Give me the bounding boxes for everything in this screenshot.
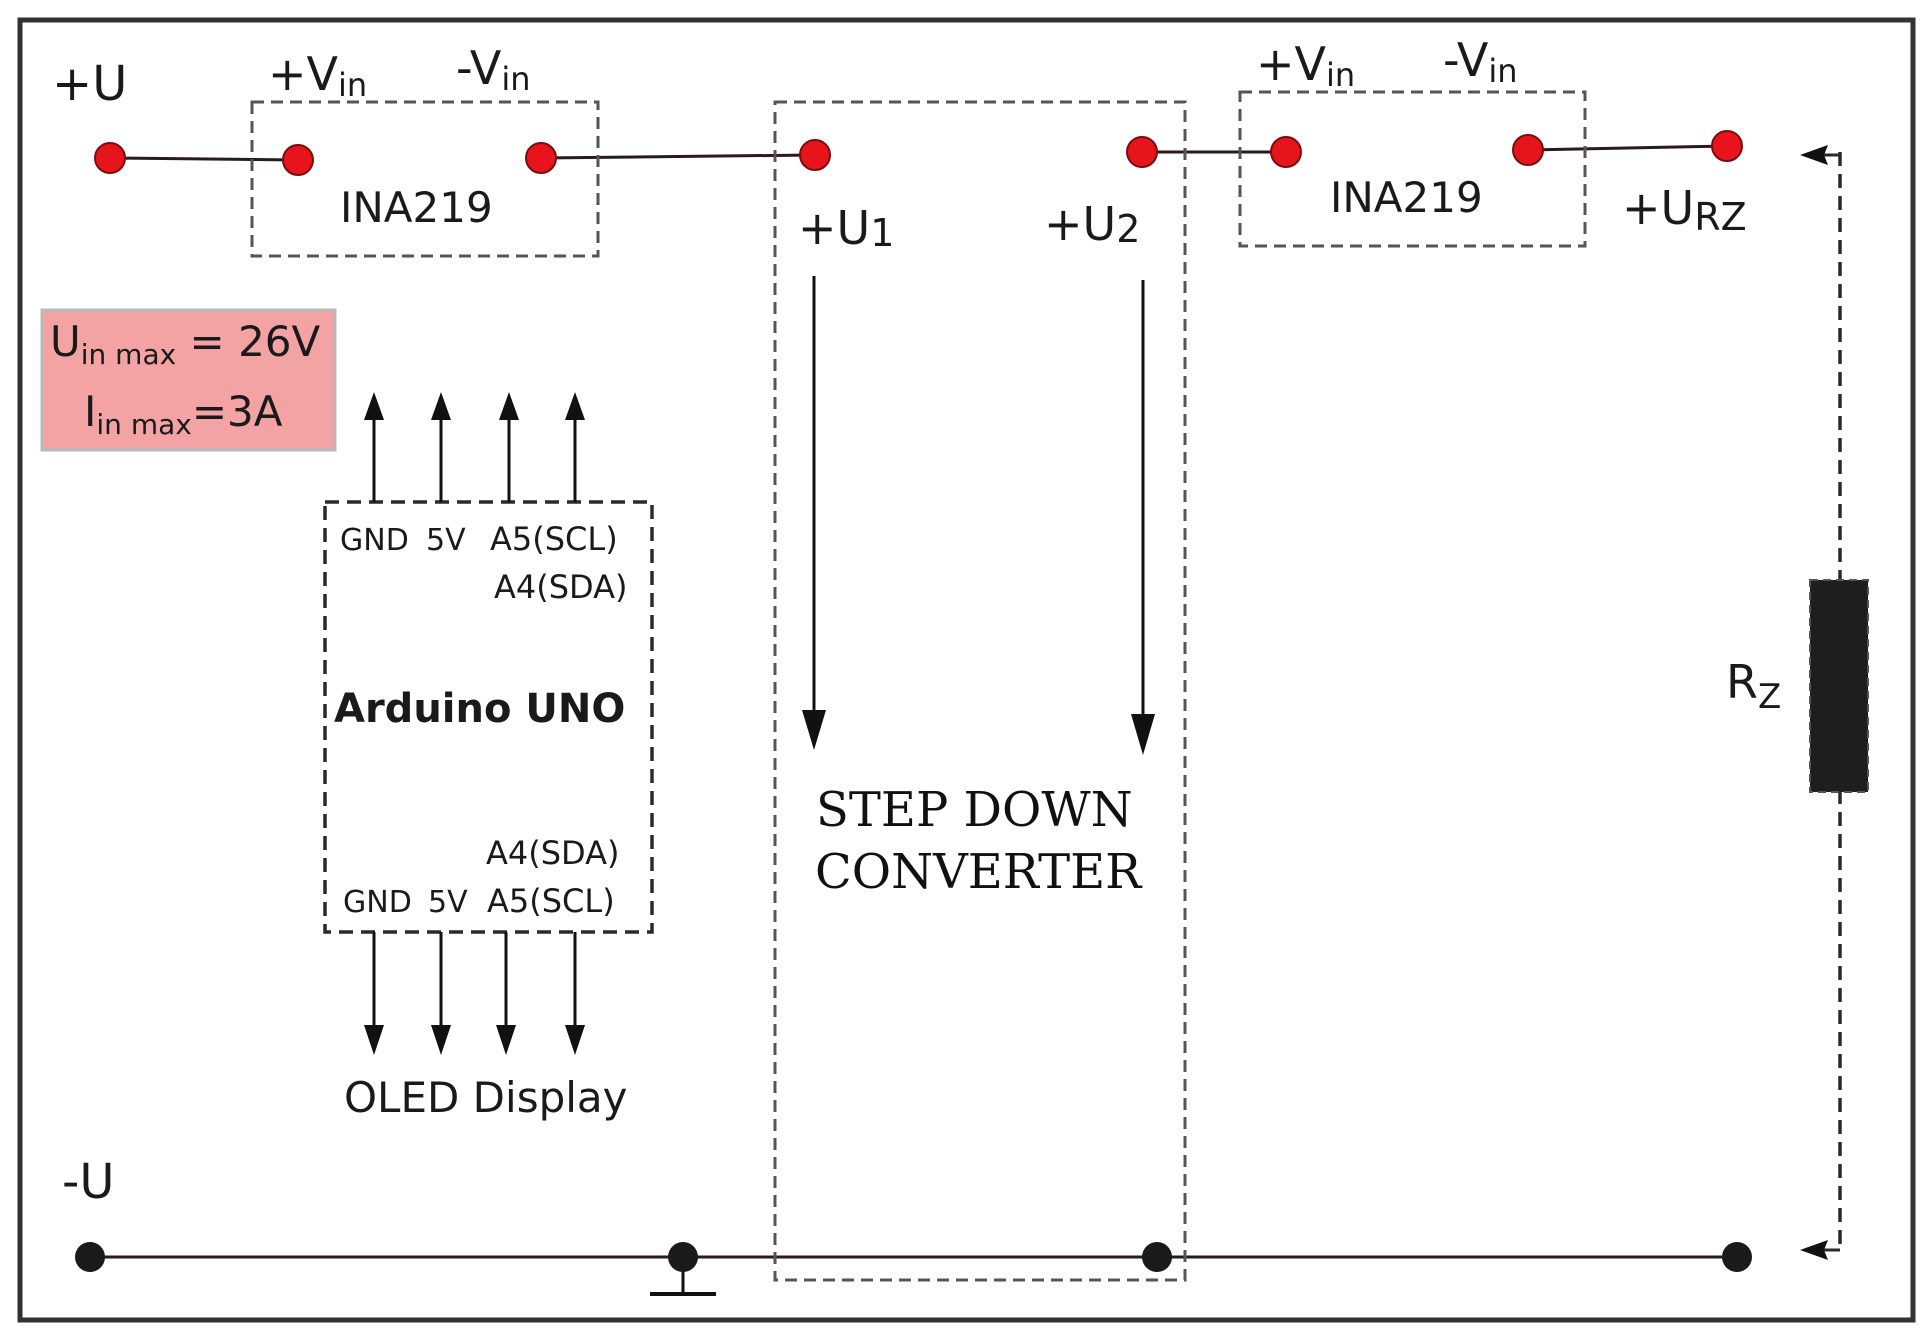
- diagram-frame: [17, 17, 1916, 1323]
- wire-ina1-to-converter: [540, 153, 815, 160]
- ina219-left-box: [250, 100, 600, 258]
- oled-display-label: OLED Display: [344, 1073, 628, 1122]
- node-plus-u2: [1126, 136, 1158, 168]
- terminal-plus-urz: +URZ: [1622, 181, 1747, 239]
- node-ground-arduino: [668, 1242, 698, 1272]
- arduino-up-arrows: [364, 392, 585, 502]
- arduino-top-pin-scl: A5(SCL): [490, 520, 618, 558]
- arduino-bottom-pin-gnd: GND: [343, 885, 412, 920]
- limit-current: Iin max=3A: [84, 387, 283, 441]
- arduino-top-pin-5v: 5V: [426, 523, 466, 558]
- node-ina2-minus-vin: [1512, 134, 1544, 166]
- terminal-plus-u: +U: [52, 56, 127, 112]
- ina219-left-pin-plus: +Vin: [268, 47, 367, 104]
- terminal-plus-u1: +U1: [798, 201, 894, 255]
- arrow-u2-head: [1131, 714, 1155, 755]
- wire-u-to-ina1: [109, 156, 299, 162]
- arduino-bottom-pin-scl: A5(SCL): [487, 882, 615, 920]
- converter-label-line1: STEP DOWN: [816, 782, 1133, 838]
- positive-nodes: [94, 130, 1743, 176]
- terminal-minus-u: -U: [62, 1154, 114, 1210]
- node-plus-urz: [1711, 130, 1743, 162]
- node-minus-u: [75, 1242, 105, 1272]
- node-plus-u: [94, 142, 126, 174]
- terminal-plus-u2: +U2: [1044, 197, 1140, 251]
- load-resistor-rz: [1809, 579, 1869, 793]
- node-ina1-minus-vin: [525, 142, 557, 174]
- node-ground-load: [1722, 1242, 1752, 1272]
- arduino-bottom-pin-5v: 5V: [428, 885, 468, 920]
- arduino-top-pin-sda: A4(SDA): [494, 568, 628, 606]
- node-ina1-plus-vin: [282, 144, 314, 176]
- ina219-right-pin-minus: -Vin: [1443, 33, 1518, 90]
- node-plus-u1: [799, 139, 831, 171]
- arduino-uno-box: [323, 500, 654, 934]
- limit-voltage: Uin max = 26V: [50, 317, 321, 371]
- arrow-u1-head: [802, 710, 826, 750]
- ina219-right-label: INA219: [1330, 173, 1483, 222]
- load-tap-top-arrow: [1800, 145, 1828, 165]
- wire-ina2-to-urz: [1527, 144, 1728, 152]
- limits-box: [40, 308, 337, 452]
- load-resistor-label: RZ: [1726, 655, 1781, 717]
- arduino-down-arrows: [364, 932, 585, 1055]
- arduino-top-pin-gnd: GND: [340, 523, 409, 558]
- ina219-right-pin-plus: +Vin: [1256, 37, 1355, 94]
- ina219-left-label: INA219: [340, 183, 493, 232]
- ina219-left-pin-minus: -Vin: [456, 41, 531, 98]
- load-tap-bottom-arrow: [1800, 1240, 1828, 1260]
- ina219-right-box: [1238, 90, 1587, 248]
- step-down-converter-box: [773, 100, 1187, 1282]
- arduino-uno-label: Arduino UNO: [334, 686, 625, 732]
- ground-nodes: [75, 1242, 1752, 1272]
- node-ground-converter: [1142, 1242, 1172, 1272]
- node-ina2-plus-vin: [1270, 136, 1302, 168]
- converter-label-line2: CONVERTER: [815, 844, 1143, 900]
- arduino-bottom-pin-sda: A4(SDA): [486, 834, 620, 872]
